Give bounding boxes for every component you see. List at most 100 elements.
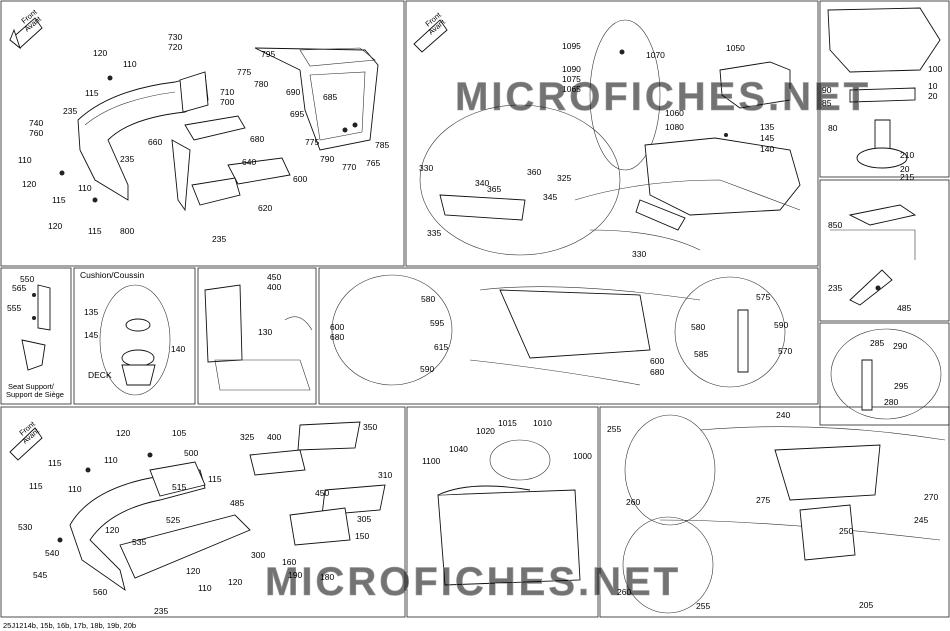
part-number-callout: 140 — [760, 144, 774, 154]
part-number-callout: 400 — [267, 282, 281, 292]
part-number-callout: 300 — [251, 550, 265, 560]
part-number-callout: 130 — [258, 327, 272, 337]
part-number-callout: 1000 — [573, 451, 592, 461]
part-number-callout: 545 — [33, 570, 47, 580]
part-number-callout: 485 — [897, 303, 911, 313]
part-number-callout: 120 — [48, 221, 62, 231]
panel-frames — [0, 0, 950, 618]
deck-label: DECK — [88, 370, 112, 380]
part-number-callout: 780 — [254, 79, 268, 89]
part-number-callout: 640 — [242, 157, 256, 167]
part-number-callout: 740 — [29, 118, 43, 128]
part-number-callout: 525 — [166, 515, 180, 525]
part-number-callout: 595 — [430, 318, 444, 328]
part-number-callout: 330 — [632, 249, 646, 259]
part-number-callout: 730 — [168, 32, 182, 42]
part-number-callout: 850 — [828, 220, 842, 230]
part-number-callout: 550 — [20, 274, 34, 284]
part-number-callout: 1080 — [665, 122, 684, 132]
part-number-callout: 1065 — [562, 84, 581, 94]
part-number-callout: 1075 — [562, 74, 581, 84]
part-number-callout: 785 — [375, 140, 389, 150]
part-number-callout: 255 — [696, 601, 710, 611]
part-number-callout: 20 — [900, 164, 910, 174]
panel-seat-support — [21, 284, 51, 371]
part-number-callout: 260 — [617, 587, 631, 597]
part-number-callout: 600 — [330, 322, 344, 332]
part-number-callout: 180 — [320, 572, 334, 582]
part-number-callout: 580 — [421, 294, 435, 304]
part-number-callout: 570 — [778, 346, 792, 356]
panel-glovebox — [622, 414, 946, 614]
part-number-callout: 110 — [123, 59, 137, 69]
part-number-callout: 330 — [419, 163, 433, 173]
part-number-callout: 120 — [228, 577, 242, 587]
part-number-callout: 240 — [776, 410, 790, 420]
part-number-callout: 360 — [527, 167, 541, 177]
part-number-callout: 10 — [928, 81, 938, 91]
part-number-callout: 680 — [330, 332, 344, 342]
part-number-callout: 120 — [186, 566, 200, 576]
part-number-callout: 695 — [290, 109, 304, 119]
part-number-callout: 150 — [355, 531, 369, 541]
watermark-text: MICROFICHES.NET — [265, 560, 681, 604]
part-number-callout: 255 — [607, 424, 621, 434]
part-number-callout: 720 — [168, 42, 182, 52]
part-number-callout: 250 — [839, 526, 853, 536]
part-number-callout: 20 — [928, 91, 938, 101]
front-arrow-icon: Front Avant — [9, 7, 44, 50]
part-number-callout: 500 — [184, 448, 198, 458]
part-number-callout: 580 — [691, 322, 705, 332]
part-number-callout: 565 — [12, 283, 26, 293]
part-number-callout: 135 — [760, 122, 774, 132]
part-number-callout: 680 — [650, 367, 664, 377]
part-number-callout: 85 — [822, 98, 832, 108]
part-number-callout: 325 — [557, 173, 571, 183]
part-number-callout: 205 — [859, 600, 873, 610]
part-number-callout: 350 — [363, 422, 377, 432]
part-number-callout: 450 — [315, 488, 329, 498]
part-number-callout: 120 — [116, 428, 130, 438]
part-number-callout: 310 — [378, 470, 392, 480]
part-number-callout: 340 — [475, 178, 489, 188]
part-number-callout: 765 — [366, 158, 380, 168]
panel-latch — [830, 328, 942, 420]
part-number-callout: 1060 — [665, 108, 684, 118]
part-number-callout: 210 — [900, 150, 914, 160]
part-number-callout: 140 — [171, 344, 185, 354]
panel-storage-door — [331, 274, 786, 388]
part-number-callout: 540 — [45, 548, 59, 558]
panel-pedestal — [827, 7, 941, 169]
part-number-callout: 285 — [870, 338, 884, 348]
part-number-callout: 260 — [626, 497, 640, 507]
part-number-callout: 585 — [694, 349, 708, 359]
part-number-callout: 1040 — [449, 444, 468, 454]
part-number-callout: 115 — [48, 458, 62, 468]
panel-bolster — [830, 204, 917, 306]
part-number-callout: 90 — [822, 85, 832, 95]
part-number-callout: 120 — [105, 525, 119, 535]
part-number-callout: 110 — [68, 484, 82, 494]
part-number-callout: 235 — [63, 106, 77, 116]
part-number-callout: 790 — [320, 154, 334, 164]
part-number-callout: 555 — [7, 303, 21, 313]
part-number-callout: 760 — [29, 128, 43, 138]
part-number-callout: 615 — [434, 342, 448, 352]
part-number-callout: 115 — [29, 481, 43, 491]
part-number-callout: 135 — [84, 307, 98, 317]
part-number-callout: 335 — [427, 228, 441, 238]
front-arrow-icon: Front Avant — [9, 419, 43, 461]
part-number-callout: 110 — [198, 583, 212, 593]
part-number-callout: 710 — [220, 87, 234, 97]
part-number-callout: 560 — [93, 587, 107, 597]
part-number-callout: 600 — [293, 174, 307, 184]
part-number-callout: 115 — [88, 226, 102, 236]
panel-side-compartment — [437, 439, 581, 586]
part-number-callout: 270 — [924, 492, 938, 502]
part-number-callout: 345 — [543, 192, 557, 202]
part-number-callout: 235 — [120, 154, 134, 164]
part-number-callout: 110 — [18, 155, 32, 165]
part-number-callout: 485 — [230, 498, 244, 508]
